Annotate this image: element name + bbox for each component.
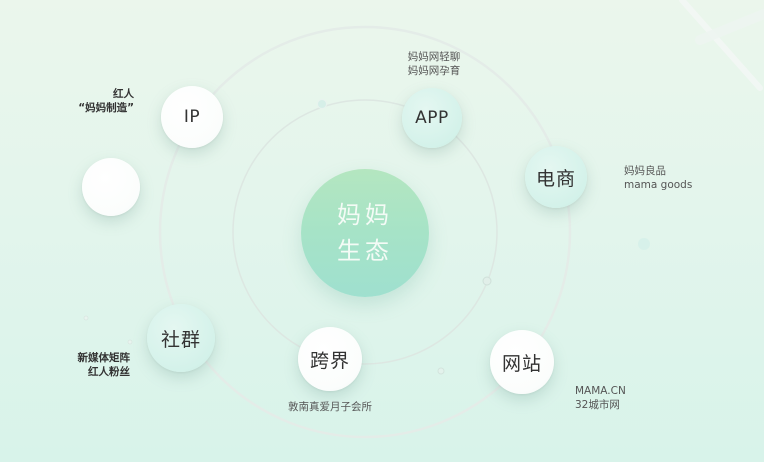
website-label: 网站: [501, 352, 542, 375]
center-node[interactable]: 妈妈 生态: [301, 169, 429, 297]
community-node[interactable]: 社群: [147, 304, 215, 372]
app-caption-line2: 妈妈网孕育: [407, 65, 461, 77]
community-label: 社群: [160, 328, 201, 351]
decor-streak: [679, 0, 763, 91]
ecommerce-label: 电商: [535, 167, 576, 190]
ip-caption: 红人 “妈妈制造”: [60, 87, 134, 115]
community-caption-line2: 红人粉丝: [88, 366, 130, 378]
ip-caption-line1: 红人: [113, 88, 134, 100]
app-caption-line1: 妈妈网轻聊: [407, 51, 461, 63]
website-caption: MAMA.CN 32城市网: [575, 384, 626, 412]
crossover-node[interactable]: 跨界: [298, 327, 362, 391]
ecommerce-node[interactable]: 电商: [525, 146, 587, 208]
crossover-caption: 敦南真爱月子会所: [270, 400, 390, 414]
app-node[interactable]: APP: [402, 88, 462, 148]
community-caption: 新媒体矩阵 红人粉丝: [58, 351, 131, 379]
blank-node[interactable]: [82, 158, 140, 216]
outer-orbit: [158, 25, 572, 439]
center-label-line1: 妈妈: [337, 201, 393, 229]
decor-streak: [695, 9, 764, 45]
ip-caption-line2: “妈妈制造”: [78, 102, 134, 114]
center-label-line2: 生态: [337, 237, 393, 265]
decor-dot: [127, 339, 133, 345]
website-node[interactable]: 网站: [490, 330, 554, 394]
ecommerce-caption: 妈妈良品 mama goods: [624, 164, 692, 192]
decor-dot: [83, 315, 89, 321]
orbit-dot: [317, 99, 327, 109]
crossover-label: 跨界: [309, 349, 350, 372]
ecommerce-caption-line1: 妈妈良品: [624, 165, 666, 177]
ip-node[interactable]: IP: [161, 86, 223, 148]
website-caption-line1: MAMA.CN: [575, 385, 626, 397]
app-caption: 妈妈网轻聊 妈妈网孕育: [392, 50, 476, 78]
website-caption-line2: 32城市网: [575, 399, 620, 411]
ecommerce-caption-line2: mama goods: [624, 179, 693, 191]
inner-orbit: [232, 99, 498, 365]
orbit-dot: [482, 276, 492, 286]
orbit-dot: [437, 367, 445, 375]
community-caption-line1: 新媒体矩阵: [77, 352, 131, 364]
crossover-caption-line1: 敦南真爱月子会所: [288, 401, 372, 413]
app-label: APP: [415, 108, 449, 128]
ip-label: IP: [183, 107, 201, 127]
decor-dot: [638, 238, 650, 250]
